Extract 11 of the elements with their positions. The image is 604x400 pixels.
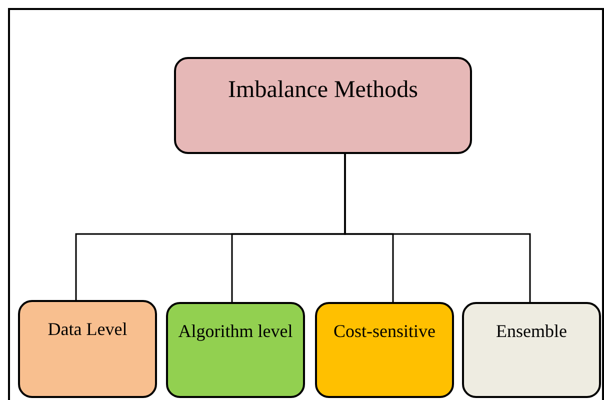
node-label: Cost-sensitive bbox=[334, 320, 436, 343]
category-box bbox=[166, 302, 305, 398]
node-label: Data Level bbox=[48, 318, 128, 341]
node-label: Algorithm level bbox=[178, 320, 293, 343]
root-box bbox=[174, 57, 472, 154]
node-label: Imbalance Methods bbox=[228, 76, 418, 105]
category-box bbox=[18, 300, 157, 398]
category-box bbox=[315, 302, 454, 398]
connector-line bbox=[344, 154, 531, 302]
category-box bbox=[462, 302, 601, 398]
node-label: Ensemble bbox=[496, 320, 567, 343]
